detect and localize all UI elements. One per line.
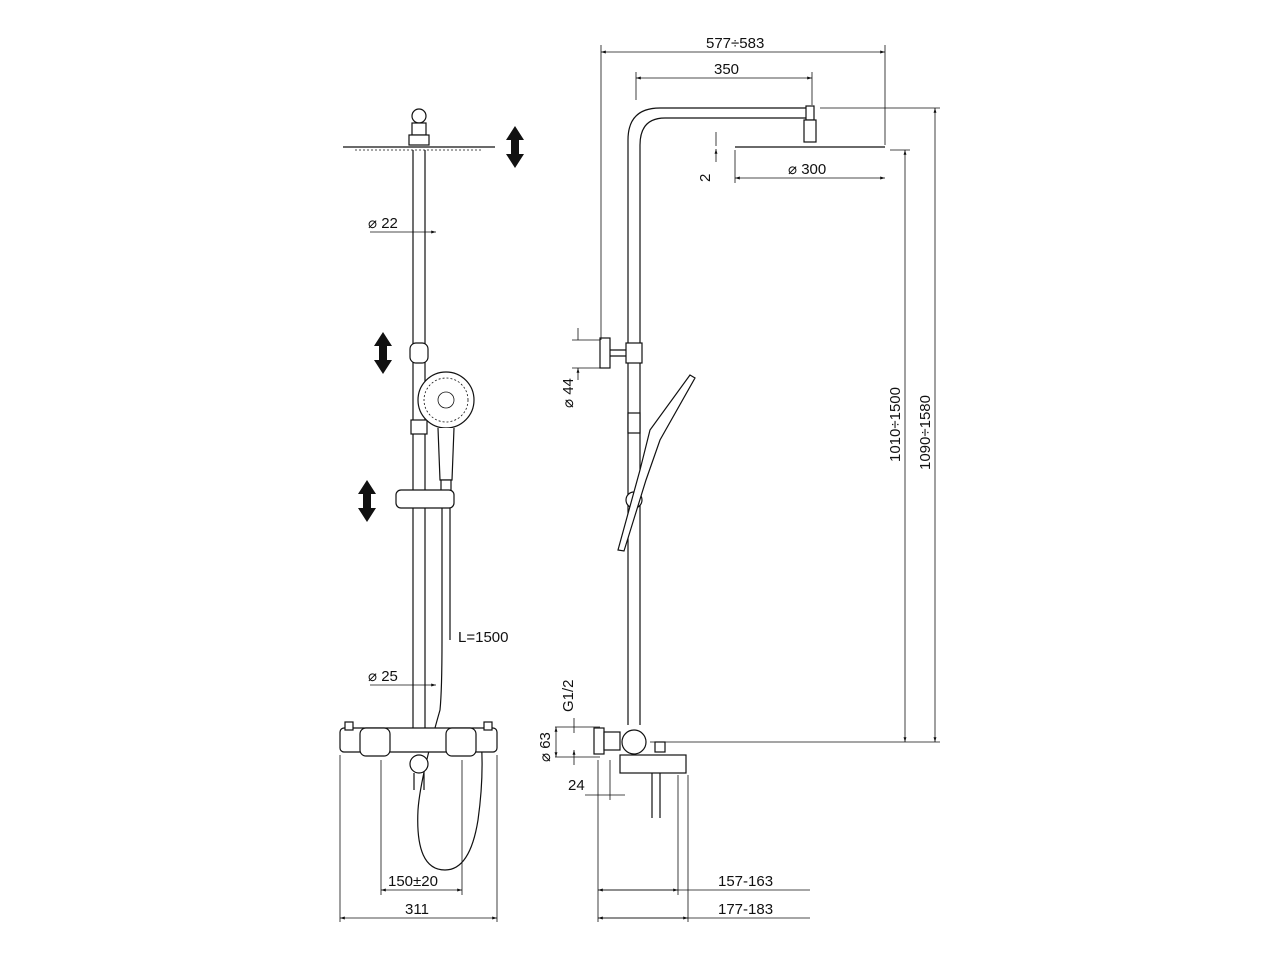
- extension-line: [339, 755, 498, 922]
- extension-line: [380, 760, 463, 895]
- wall-bracket: [599, 337, 611, 369]
- height-arm-label: 1090÷1580: [917, 395, 934, 470]
- overhead-shower-head: [343, 108, 495, 151]
- body-width-label: 311: [405, 901, 429, 918]
- bracket-arm: [610, 349, 628, 357]
- bracket-diameter-label: ⌀ 44: [560, 378, 577, 408]
- inlet-spacing-label: 150±20: [388, 873, 438, 890]
- extension-line: [600, 45, 886, 340]
- side-view: 577÷583 350 2 ⌀ 300 1010÷1500 1090÷1580 …: [537, 35, 940, 922]
- arm-end-cap: [805, 105, 815, 121]
- head-thickness-label: 2: [697, 174, 714, 182]
- extension-line: [597, 760, 611, 922]
- dimension-line: [572, 328, 600, 380]
- extension-line: [650, 107, 940, 743]
- thread-label: G1/2: [560, 679, 577, 712]
- front-view: ⌀ 22 ⌀ 25 L=1500 150±20 311: [339, 108, 524, 922]
- riser-arm: [627, 107, 812, 725]
- rod-diameter-bottom-label: ⌀ 25: [368, 668, 398, 685]
- rod-clamp: [410, 419, 428, 435]
- overall-projection-label: 577÷583: [706, 35, 764, 52]
- mixer-side: [593, 727, 687, 818]
- hand-shower: [417, 371, 475, 493]
- depth-long-label: 177-183: [718, 901, 773, 918]
- hose: [417, 508, 483, 871]
- rod-clamp-side: [627, 412, 641, 434]
- eccentric-diameter-label: ⌀ 63: [537, 732, 554, 762]
- rod-diameter-top-label: ⌀ 22: [368, 215, 398, 232]
- extension-line: [677, 775, 689, 922]
- height-adjust-arrow-icon: [358, 126, 524, 522]
- extension-line: [555, 726, 600, 758]
- arm-length-label: 350: [714, 61, 739, 78]
- thermostatic-mixer: [339, 721, 498, 790]
- head-connector: [803, 119, 817, 143]
- eccentric-depth-label: 24: [568, 777, 585, 794]
- height-head-label: 1010÷1500: [887, 387, 904, 462]
- riser-rod: [412, 150, 426, 728]
- rod-bracket-side: [625, 342, 643, 364]
- hose-length-label: L=1500: [458, 629, 508, 646]
- depth-short-label: 157-163: [718, 873, 773, 890]
- hand-shower-side: [617, 374, 696, 552]
- slide-holder: [395, 489, 455, 509]
- rod-bracket: [409, 342, 429, 364]
- head-diameter-label: ⌀ 300: [788, 161, 826, 178]
